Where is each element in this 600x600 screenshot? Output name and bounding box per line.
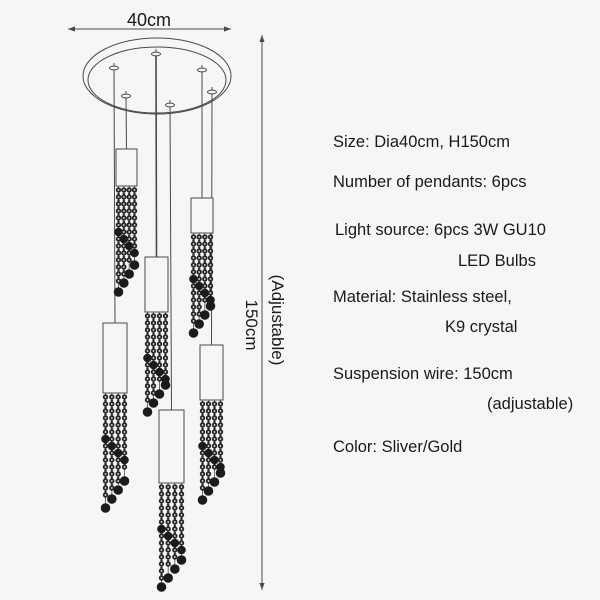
spec-suspension-wire: Suspension wire: 150cm — [333, 365, 513, 383]
spec-color: Color: Sliver/Gold — [333, 438, 463, 456]
height-adjustable-note: (Adjustable) — [268, 274, 287, 366]
spec-material-cont: K9 crystal — [445, 318, 518, 336]
spec-light-source: Light source: 6pcs 3W GU10 — [335, 221, 546, 239]
width-dimension-label: 40cm — [126, 10, 172, 30]
spec-suspension-wire-cont: (adjustable) — [487, 395, 574, 413]
spec-pendant-count: Number of pendants: 6pcs — [333, 173, 527, 191]
spec-light-source-cont: LED Bulbs — [458, 252, 536, 270]
spec-material: Material: Stainless steel, — [333, 288, 512, 306]
spec-size: Size: Dia40cm, H150cm — [333, 133, 510, 151]
height-dimension-label: 150cm — [242, 299, 261, 351]
